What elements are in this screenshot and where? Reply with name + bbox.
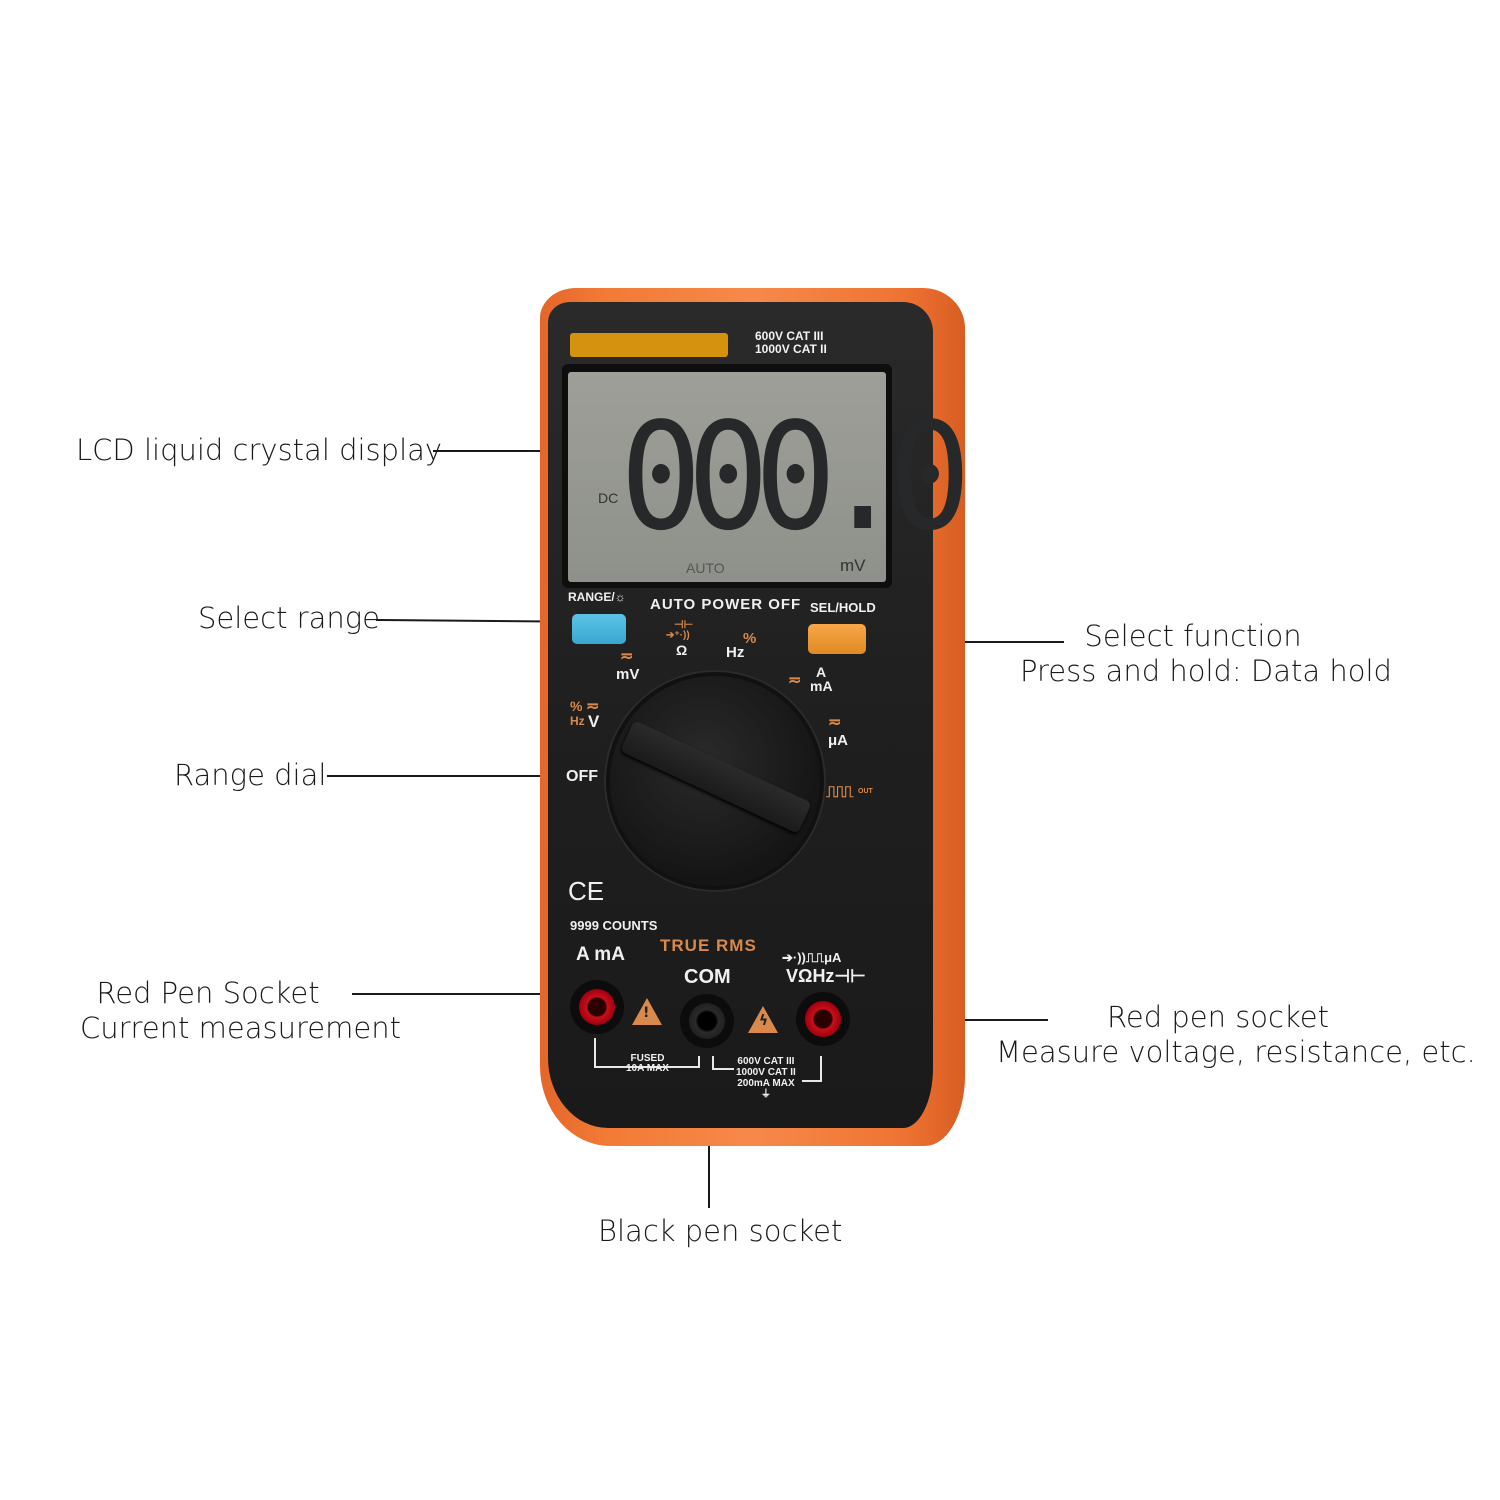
- volt-socket[interactable]: [796, 992, 850, 1046]
- callout-red-socket-voltage: Red pen socket Measure voltage, resistan…: [996, 1000, 1476, 1070]
- range-button[interactable]: [572, 614, 626, 644]
- input-rating-line1: 600V CAT III: [737, 1056, 795, 1067]
- dial-label-v-hz: Hz: [570, 714, 585, 728]
- counts-label: 9999 COUNTS: [570, 918, 658, 933]
- terminal-label-com: COM: [684, 966, 731, 988]
- input-rating-line2: 1000V CAT II: [736, 1067, 796, 1078]
- brand-strip: [570, 333, 728, 357]
- fuse-note: FUSED 10A MAX: [626, 1054, 669, 1074]
- com-socket-ring: [689, 1003, 725, 1039]
- callout-range-dial: Range dial: [174, 758, 327, 792]
- dial-label-v: V: [588, 712, 600, 731]
- ua-ac-dc-icon: ≂: [828, 714, 842, 731]
- cat-rating-line1: 600V CAT III: [755, 329, 824, 343]
- warning-icon: !: [632, 998, 662, 1025]
- dial-label-mv: mV: [616, 666, 640, 683]
- callout-select-function: Select function Press and hold: Data hol…: [1020, 619, 1392, 689]
- true-rms-label: TRUE RMS: [660, 936, 757, 955]
- lcd-unit: mV: [840, 556, 866, 575]
- warning-symbol: !: [643, 1005, 650, 1021]
- dial-label-hz-percent: %: [743, 630, 757, 647]
- high-voltage-symbol: ϟ: [759, 1013, 769, 1029]
- diode-continuity-icon: ➔⁺·)): [666, 630, 690, 641]
- lcd-display: DC 000.0 AUTO mV: [568, 372, 971, 582]
- sel-hold-button-label: SEL/HOLD: [810, 600, 876, 615]
- volt-ac-dc-icon: ≂: [586, 698, 600, 715]
- fuse-note-line1: FUSED: [630, 1053, 665, 1064]
- dial-label-ohm: Ω: [676, 642, 688, 658]
- fuse-bracket-left: [594, 1038, 670, 1068]
- dial-label-a: A: [816, 664, 827, 680]
- dial-label-v-percent: %: [570, 698, 583, 714]
- dial-label-out: OUT: [858, 788, 873, 795]
- dial-label-ua: μA: [828, 732, 849, 749]
- dial-label-off: OFF: [566, 768, 598, 785]
- amp-socket[interactable]: [570, 980, 624, 1034]
- cat-rating-line2: 1000V CAT II: [755, 342, 827, 356]
- amp-socket-ring: [579, 989, 615, 1025]
- high-voltage-warning-icon: ϟ: [748, 1006, 778, 1033]
- input-rating-line3: 200mA MAX: [737, 1078, 795, 1089]
- terminal-label-volt: VΩHz⊣⊢: [786, 966, 866, 986]
- fuse-bracket-right: [658, 1056, 700, 1068]
- dial-label-hz: Hz: [726, 644, 745, 661]
- terminal-label-amp: A mA: [576, 944, 625, 965]
- dial-label-ma: mA: [810, 678, 833, 694]
- mv-ac-dc-icon: ≂: [620, 648, 634, 665]
- com-socket[interactable]: [680, 994, 734, 1048]
- range-button-label: RANGE/☼: [568, 590, 626, 604]
- lcd-range-mode: AUTO: [686, 560, 725, 576]
- leader-range-dial: [327, 775, 663, 777]
- callout-lcd: LCD liquid crystal display: [76, 433, 443, 467]
- fuse-note-line2: 10A MAX: [626, 1063, 669, 1074]
- ce-mark: CE: [568, 876, 605, 906]
- volt-socket-ring: [805, 1001, 841, 1037]
- callout-red-socket-voltage-line2: Measure voltage, resistance, etc.: [996, 1035, 1476, 1069]
- callout-red-socket-current-line1: Red Pen Socket: [96, 976, 320, 1010]
- input-rating: 600V CAT III 1000V CAT II 200mA MAX ⏚: [736, 1056, 796, 1100]
- callout-red-socket-current: Red Pen Socket Current measurement: [80, 976, 401, 1046]
- multimeter: 600V CAT III 1000V CAT II DC 000.0 AUTO …: [540, 288, 971, 1146]
- callout-select-function-line1: Select function: [1084, 619, 1302, 653]
- capacitor-icon: ⊣⊢: [674, 619, 694, 631]
- callout-select-function-line2: Press and hold: Data hold: [1020, 654, 1392, 688]
- input-bracket-right: [802, 1056, 822, 1082]
- terminal-label-volt-functions: ➔·))⎍⎍μA: [782, 950, 842, 965]
- callout-black-socket: Black pen socket: [598, 1214, 843, 1248]
- callout-red-socket-voltage-line1: Red pen socket: [1107, 1000, 1329, 1034]
- leader-lcd: [433, 450, 601, 452]
- sel-hold-button[interactable]: [808, 624, 866, 654]
- lcd-reading: 000.0: [620, 391, 971, 563]
- leader-red-socket-current: [352, 993, 610, 995]
- lcd-mode: DC: [598, 490, 619, 506]
- input-bracket-left: [712, 1056, 734, 1070]
- callout-select-range: Select range: [198, 601, 381, 635]
- square-wave-out-icon: ⎍⎍⎍: [826, 784, 854, 801]
- ground-icon: ⏚: [760, 1089, 771, 1100]
- cat-rating-top: 600V CAT III 1000V CAT II: [755, 330, 827, 356]
- callout-red-socket-current-line2: Current measurement: [80, 1011, 401, 1045]
- auto-power-off-label: AUTO POWER OFF: [650, 596, 802, 613]
- amp-ac-dc-icon: ≂: [788, 672, 802, 689]
